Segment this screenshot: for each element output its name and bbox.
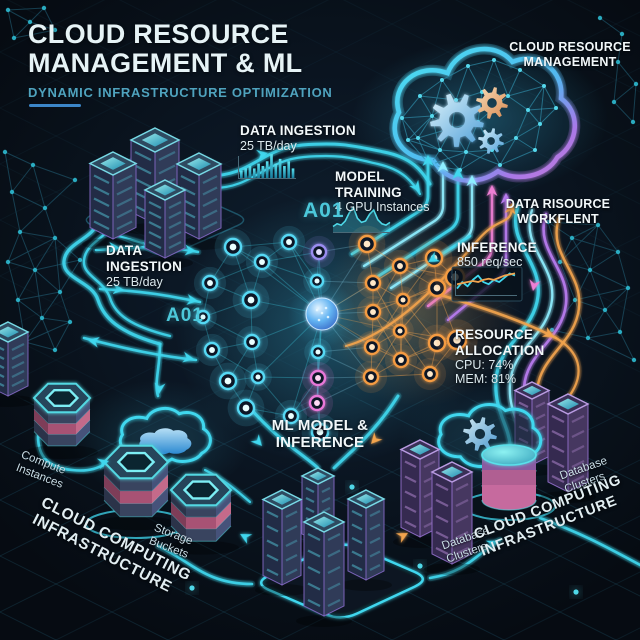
hex-database-stack-icon bbox=[26, 382, 98, 460]
resource-allocation-title: RESOURCE ALLOCATION bbox=[455, 327, 545, 358]
flow-arrows bbox=[88, 149, 554, 551]
inference-value: 850 req/sec bbox=[457, 255, 523, 269]
page-title-line2: MANAGEMENT & ML bbox=[28, 47, 303, 78]
model-training-area-chart bbox=[332, 205, 391, 233]
data-workflow-label: DATA RISOURCE WORKFLENT bbox=[498, 197, 618, 226]
title-underline bbox=[29, 104, 81, 107]
ml-cloud bbox=[389, 43, 581, 187]
mini-charts bbox=[238, 154, 523, 302]
server-tower-icon bbox=[255, 489, 309, 596]
server-tower-icon bbox=[424, 461, 480, 575]
hex-database-stack-icon bbox=[163, 473, 239, 555]
hex-database-stack-icon bbox=[96, 444, 176, 531]
cloud-top-label-line1: CLOUD RESOURCE bbox=[509, 40, 631, 54]
cloud-resource-management-label: CLOUD RESOURCE MANAGEMENT bbox=[506, 40, 634, 69]
ml-model-line1: ML MODEL & bbox=[271, 417, 369, 434]
database-cylinder-icon bbox=[481, 444, 537, 511]
resource-allocation-mem: MEM: 81% bbox=[455, 372, 517, 386]
page-title-line1: CLOUD RESOURCE bbox=[28, 19, 289, 49]
ml-model-line2: INFERENCE bbox=[275, 434, 365, 452]
server-tower-icon bbox=[340, 489, 392, 591]
flow-lines bbox=[36, 142, 640, 586]
data-ingestion-top-value: 25 TB/day bbox=[240, 139, 297, 153]
resource-allocation-line1: RESOURCE bbox=[455, 327, 534, 342]
data-workflow-line1: DATA RISOURCE bbox=[505, 197, 611, 211]
data-ingestion-left-line2: INGESTION bbox=[106, 258, 183, 274]
resource-allocation-cpu: CPU: 74% bbox=[455, 358, 514, 372]
model-training-line1: MODEL bbox=[335, 169, 385, 184]
server-tower-icon bbox=[0, 321, 36, 407]
inference-line-chart bbox=[451, 266, 523, 302]
model-training-line2: TRAINING bbox=[335, 184, 402, 200]
page-title: CLOUD RESOURCE MANAGEMENT & ML bbox=[28, 20, 302, 78]
constellation-decor bbox=[2, 5, 639, 363]
model-training-value: 4 GPU Instances bbox=[335, 200, 430, 214]
inference-title: INFERENCE bbox=[457, 240, 537, 255]
data-ingestion-left-value: 25 TB/day bbox=[106, 275, 163, 289]
node-label-a01-left: A01 bbox=[166, 305, 204, 326]
node-label-a01-center: A01 bbox=[303, 199, 345, 222]
ml-model-inference-label: ML MODEL & INFERENCE bbox=[272, 417, 368, 452]
data-workflow-line2: WORKFLENT bbox=[517, 211, 599, 226]
data-ingestion-left-line1: DATA bbox=[106, 243, 143, 258]
data-ingestion-left-title: DATA INGESTION bbox=[106, 243, 182, 274]
data-ingestion-bar-chart bbox=[238, 154, 296, 179]
server-tower-icon bbox=[296, 511, 352, 627]
page-subtitle: DYNAMIC INFRASTRUCTURE OPTIMIZATION bbox=[28, 85, 333, 100]
server-tower-icon bbox=[137, 179, 193, 269]
model-training-title: MODEL TRAINING bbox=[335, 169, 402, 200]
server-tower-icon bbox=[540, 393, 596, 503]
neural-network-icon bbox=[189, 225, 478, 451]
infrastructure-icons bbox=[0, 127, 596, 627]
cloud-top-label-line2: MANAGEMENT bbox=[523, 54, 617, 69]
resource-allocation-line2: ALLOCATION bbox=[455, 342, 545, 358]
data-ingestion-top-title: DATA INGESTION bbox=[240, 123, 356, 138]
server-tower-icon bbox=[82, 151, 144, 250]
